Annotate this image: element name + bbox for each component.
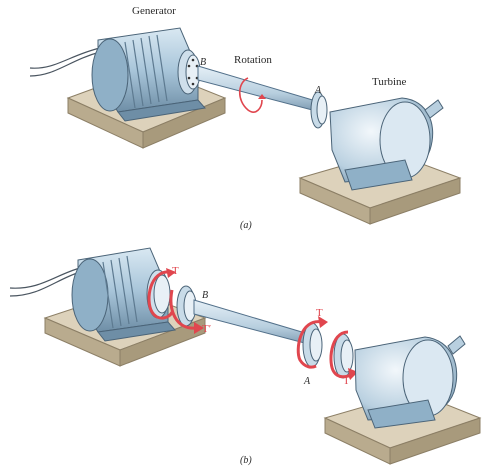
turbine-b	[354, 335, 466, 429]
generator-cable-a	[29, 47, 101, 69]
coupling-a-b-shaft	[302, 322, 323, 368]
label-coupling-b-a: B	[200, 57, 206, 68]
generator-b	[71, 247, 176, 342]
torque-arrow-b-shaft	[169, 289, 197, 330]
label-torque-a-shaft: T	[316, 307, 323, 319]
label-coupling-b-b: B	[202, 290, 208, 301]
label-torque-a-turbine: T′	[343, 375, 352, 387]
label-rotation: Rotation	[234, 54, 272, 66]
torque-arrow-a-turbine	[329, 330, 353, 379]
figure-a: Generator Rotation Turbine B A (a)	[29, 5, 462, 231]
rotation-arrow-a	[238, 77, 263, 113]
generator-a	[91, 27, 206, 122]
caption-a: (a)	[240, 220, 252, 231]
label-turbine: Turbine	[372, 76, 407, 88]
generator-cable-b	[9, 267, 81, 289]
coupling-a-b-turbine	[333, 333, 354, 379]
torque-arrow-a-shaft	[296, 320, 323, 369]
label-torque-b-generator: T	[172, 265, 179, 277]
label-coupling-a-b: A	[303, 376, 311, 387]
label-coupling-a-a: A	[314, 85, 322, 96]
turbine-a	[329, 97, 444, 191]
label-generator: Generator	[132, 5, 176, 17]
label-torque-b-shaft: T′	[202, 323, 211, 335]
torque-arrow-b-generator	[147, 270, 174, 320]
caption-b: (b)	[240, 455, 252, 466]
shaft-b	[193, 299, 313, 346]
figure-b: T B T′ T A T′ (b)	[9, 247, 482, 466]
coupling-a-a	[310, 91, 328, 129]
